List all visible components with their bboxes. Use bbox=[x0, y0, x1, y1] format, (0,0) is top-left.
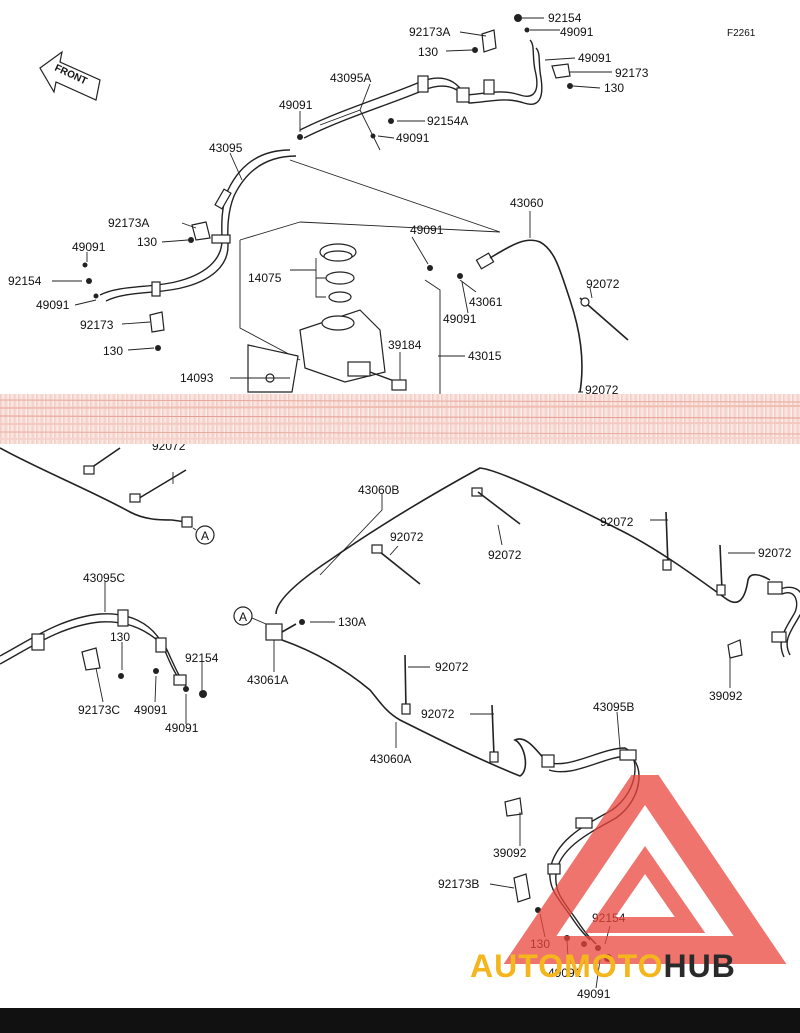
pipe-43060B bbox=[275, 467, 771, 615]
hose-43095C bbox=[0, 609, 187, 687]
label-92154A: 92154A bbox=[427, 114, 468, 128]
hose-43095B bbox=[541, 747, 640, 945]
hose-right-fragment bbox=[767, 581, 800, 658]
label-130: 130 bbox=[110, 630, 130, 644]
label-43061: 43061 bbox=[469, 295, 503, 309]
label-92173C: 92173C bbox=[78, 703, 120, 717]
label-49091: 49091 bbox=[578, 51, 612, 65]
label-49091: 49091 bbox=[36, 298, 70, 312]
bracket-92173-left bbox=[149, 311, 165, 333]
label-92173: 92173 bbox=[615, 66, 649, 80]
label-43095C: 43095C bbox=[83, 571, 125, 585]
label-92072: 92072 bbox=[421, 707, 455, 721]
master-cylinder-box bbox=[239, 159, 501, 400]
label-130: 130 bbox=[418, 45, 438, 59]
label-39092: 39092 bbox=[709, 689, 743, 703]
bracket-92173A-left bbox=[191, 221, 211, 241]
label-92072: 92072 bbox=[585, 383, 619, 397]
label-92072: 92072 bbox=[435, 660, 469, 674]
label-130A: 130A bbox=[338, 615, 366, 629]
label-130: 130 bbox=[604, 81, 624, 95]
label-92154: 92154 bbox=[548, 11, 582, 25]
label-43095: 43095 bbox=[209, 141, 243, 155]
label-43095A: 43095A bbox=[330, 71, 371, 85]
watermark-part-1: AUTO bbox=[470, 948, 565, 984]
junction-43061A bbox=[265, 619, 305, 641]
pipe-43060 bbox=[489, 239, 583, 393]
label-14093: 14093 bbox=[180, 371, 214, 385]
label-92173B: 92173B bbox=[438, 877, 479, 891]
watermark-logo-icon bbox=[503, 775, 787, 964]
label-49091: 49091 bbox=[560, 25, 594, 39]
label-49091: 49091 bbox=[548, 966, 582, 980]
scan-tear-lines bbox=[0, 399, 800, 440]
callout-a-marker: A bbox=[192, 525, 215, 545]
label-14075: 14075 bbox=[248, 271, 282, 285]
hose-43095 bbox=[99, 149, 297, 302]
label-130: 130 bbox=[137, 235, 157, 249]
label-43060B: 43060B bbox=[358, 483, 399, 497]
label-49091: 49091 bbox=[396, 131, 430, 145]
label-92072: 92072 bbox=[600, 515, 634, 529]
label-39184: 39184 bbox=[388, 338, 422, 352]
label-92154: 92154 bbox=[8, 274, 42, 288]
label-43095B: 43095B bbox=[593, 700, 634, 714]
watermark-part-3: HUB bbox=[663, 948, 736, 984]
front-arrow-icon: FRONT bbox=[39, 50, 101, 101]
bracket-92173-top bbox=[551, 63, 571, 79]
label-92072: 92072 bbox=[758, 546, 792, 560]
pipe-43060A bbox=[281, 639, 546, 777]
watermark-part-2: MOTO bbox=[564, 948, 664, 984]
label-43060: 43060 bbox=[510, 196, 544, 210]
callout-a-text: A bbox=[201, 529, 209, 543]
reservoir-cap-14075 bbox=[315, 243, 357, 303]
watermark-text: AUTOMOTOHUB bbox=[470, 948, 800, 988]
bottom-black-bar bbox=[0, 1008, 800, 1033]
label-92072: 92072 bbox=[488, 548, 522, 562]
label-92154: 92154 bbox=[185, 651, 219, 665]
scan-tear-band bbox=[0, 394, 800, 444]
label-43060A: 43060A bbox=[370, 752, 411, 766]
label-92072: 92072 bbox=[586, 277, 620, 291]
fitting-43061 bbox=[475, 252, 495, 270]
master-cylinder-14093 bbox=[247, 309, 406, 393]
label-92072: 92072 bbox=[390, 530, 424, 544]
label-49091: 49091 bbox=[443, 312, 477, 326]
label-39092: 39092 bbox=[493, 846, 527, 860]
pipe-left-fragment bbox=[0, 447, 193, 528]
label-49091: 49091 bbox=[410, 223, 444, 237]
label-43061A: 43061A bbox=[247, 673, 288, 687]
label-92173A: 92173A bbox=[108, 216, 149, 230]
label-43015: 43015 bbox=[468, 349, 502, 363]
hose-43095A bbox=[299, 39, 543, 139]
label-130: 130 bbox=[103, 344, 123, 358]
callout-a-marker: A bbox=[233, 606, 267, 626]
clamp-92072-top bbox=[579, 297, 629, 341]
bracket-92173A-top bbox=[481, 29, 497, 53]
label-49091: 49091 bbox=[279, 98, 313, 112]
label-49091: 49091 bbox=[72, 240, 106, 254]
label-49091: 49091 bbox=[577, 987, 611, 1001]
callout-a-text: A bbox=[239, 610, 247, 624]
label-49091: 49091 bbox=[165, 721, 199, 735]
label-92173A: 92173A bbox=[409, 25, 450, 39]
label-92173: 92173 bbox=[80, 318, 114, 332]
label-49091: 49091 bbox=[134, 703, 168, 717]
figure-code: F2261 bbox=[727, 28, 756, 39]
